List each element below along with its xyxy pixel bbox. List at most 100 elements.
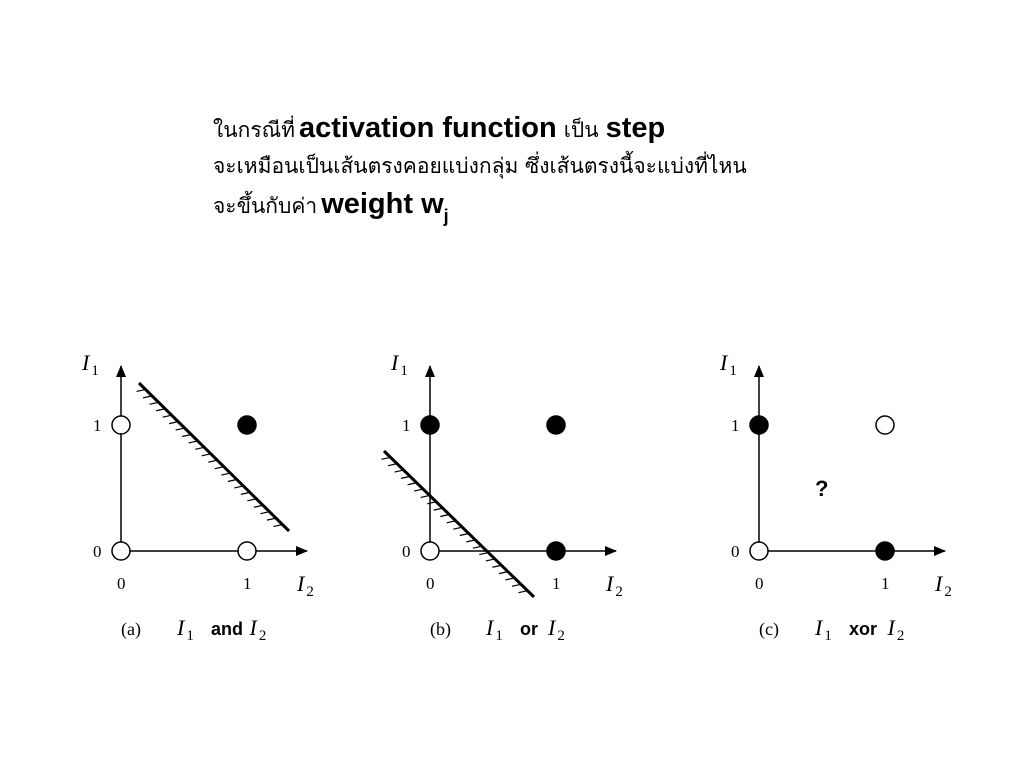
hollow-point bbox=[111, 541, 131, 561]
boundary-hatch-mark bbox=[453, 526, 463, 530]
text-line-1: ในกรณีที่ activation function เป็น step bbox=[213, 112, 853, 150]
boundary-hatch-mark bbox=[201, 453, 211, 457]
boundary-hatch-mark bbox=[427, 501, 437, 505]
hollow-point bbox=[237, 541, 257, 561]
boundary-hatch-mark bbox=[273, 523, 283, 528]
line1-step: step bbox=[605, 112, 666, 144]
tick-i2-1: 1 bbox=[552, 574, 561, 593]
boundary-hatch-mark bbox=[208, 459, 218, 463]
hollow-point bbox=[749, 541, 769, 561]
boundary-hatch-mark bbox=[195, 446, 205, 450]
boundary-hatch-mark bbox=[175, 427, 185, 431]
filled-point bbox=[546, 415, 566, 435]
caption-operator: xor bbox=[849, 619, 877, 639]
filled-point bbox=[237, 415, 257, 435]
boundary-hatch-mark bbox=[394, 469, 404, 473]
boundary-hatch-mark bbox=[440, 513, 450, 518]
boundary-hatch-mark bbox=[420, 494, 430, 499]
boundary-hatch-mark bbox=[472, 545, 482, 549]
i1-axis-label-sub: 1 bbox=[91, 363, 99, 379]
tick-i2-1: 1 bbox=[243, 574, 252, 593]
boundary-hatch-mark bbox=[511, 583, 522, 587]
boundary-hatch-mark bbox=[266, 517, 277, 521]
boundary-hatch-mark bbox=[155, 408, 166, 412]
filled-point bbox=[546, 541, 566, 561]
tick-i1-1: 1 bbox=[93, 416, 102, 435]
line3-subscript: j bbox=[443, 206, 449, 226]
boundary-hatch-mark bbox=[234, 485, 244, 489]
question-mark: ? bbox=[815, 476, 828, 501]
slide-text: ในกรณีที่ activation function เป็น step … bbox=[213, 112, 853, 226]
caption-letter: (b) bbox=[430, 619, 451, 640]
line3-thai-prefix: จะขึ้นกับค่า bbox=[213, 194, 318, 218]
boundary-hatch-mark bbox=[381, 456, 391, 460]
boundary-hatch-mark bbox=[214, 466, 224, 470]
caption-i2-sub: 2 bbox=[557, 628, 565, 644]
boundary-hatch-mark bbox=[400, 475, 411, 479]
caption-letter: (a) bbox=[121, 619, 141, 640]
boundary-hatch-mark bbox=[247, 498, 257, 502]
boundary-hatch-mark bbox=[459, 532, 469, 537]
filled-point bbox=[420, 415, 440, 435]
boundary-hatch-mark bbox=[407, 482, 417, 486]
caption-operator: or bbox=[520, 619, 538, 639]
tick-i2-0: 0 bbox=[426, 574, 435, 593]
boundary-hatch-mark bbox=[182, 433, 192, 438]
line1-thai-prefix: ในกรณีที่ bbox=[213, 118, 295, 142]
text-line-2: จะเหมือนเป็นเส้นตรงคอยแบ่งกลุ่ม ซึ่งเส้น… bbox=[213, 150, 853, 188]
boundary-hatch-mark bbox=[492, 564, 502, 568]
caption-i1-sub: 1 bbox=[186, 628, 194, 644]
boundary-hatch-mark bbox=[260, 511, 270, 515]
boundary-hatch-mark bbox=[240, 491, 250, 495]
i2-axis-label-sub: 2 bbox=[615, 584, 623, 600]
i2-axis-label-sub: 2 bbox=[306, 584, 314, 600]
tick-i2-0: 0 bbox=[755, 574, 764, 593]
caption-i2-sub: 2 bbox=[897, 628, 905, 644]
boundary-hatch-mark bbox=[485, 558, 495, 562]
filled-point bbox=[875, 541, 895, 561]
boundary-hatch-mark bbox=[498, 571, 509, 575]
boundary-hatch-mark bbox=[149, 401, 159, 405]
decision-boundary-line bbox=[382, 449, 536, 599]
line1-activation-function: activation function bbox=[298, 112, 557, 144]
hollow-point bbox=[420, 541, 440, 561]
line1-thai-mid: เป็น bbox=[563, 118, 599, 142]
hollow-point bbox=[875, 415, 895, 435]
line2-thai: จะเหมือนเป็นเส้นตรงคอยแบ่งกลุ่ม ซึ่งเส้น… bbox=[213, 154, 747, 178]
boundary-hatch-mark bbox=[479, 551, 489, 556]
filled-point bbox=[749, 415, 769, 435]
boundary-hatch-mark bbox=[466, 539, 476, 543]
text-line-3: จะขึ้นกับค่า weight w j bbox=[213, 188, 853, 226]
i2-axis-label-sub: 2 bbox=[944, 584, 952, 600]
i1-axis-label-sub: 1 bbox=[729, 363, 737, 379]
tick-i1-0: 0 bbox=[402, 542, 411, 561]
tick-i1-1: 1 bbox=[402, 416, 411, 435]
tick-i1-1: 1 bbox=[731, 416, 740, 435]
tick-i1-0: 0 bbox=[731, 542, 740, 561]
caption-letter: (c) bbox=[759, 619, 779, 640]
hollow-point bbox=[111, 415, 131, 435]
boundary-hatch-mark bbox=[253, 504, 264, 508]
caption-i2-sub: 2 bbox=[259, 628, 267, 644]
tick-i2-1: 1 bbox=[881, 574, 890, 593]
caption-i1-sub: 1 bbox=[824, 628, 832, 644]
boundary-hatch-mark bbox=[136, 388, 146, 393]
boundary-hatch-mark bbox=[162, 414, 172, 418]
tick-i2-0: 0 bbox=[117, 574, 126, 593]
boundary-hatch-mark bbox=[169, 421, 179, 425]
line3-weight: weight w bbox=[321, 188, 444, 220]
